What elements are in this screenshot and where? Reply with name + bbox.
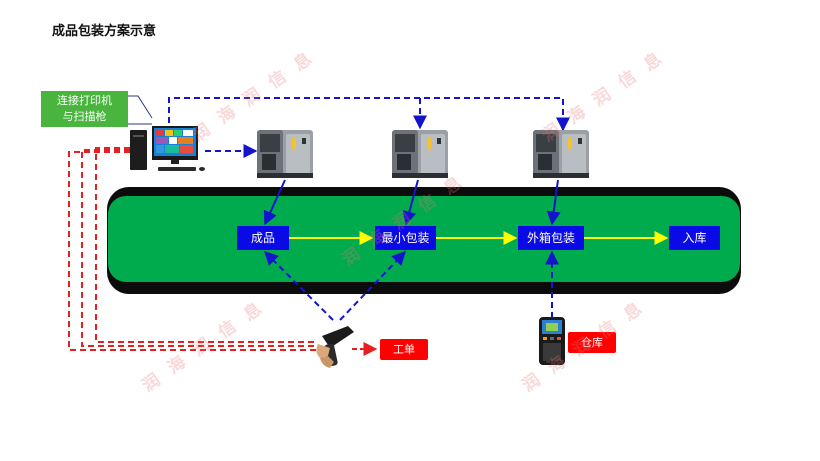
label-printer-icon (533, 130, 589, 178)
link-printer2-minpack (402, 179, 419, 226)
process-outer-pack: 外箱包装 (518, 226, 584, 250)
diagram-title: 成品包装方案示意 (52, 24, 157, 39)
link-printer1-finished (263, 179, 286, 226)
link-scanner-minpack (339, 250, 406, 321)
link-pc-scanner-red-1 (68, 151, 318, 351)
link-pc-scanner-red-3 (95, 147, 318, 343)
label-printer-icon (392, 130, 448, 178)
link-pc-bus (168, 97, 570, 132)
connection-note-line1: 连接打印机 (57, 94, 112, 107)
handheld-terminal-icon (539, 317, 565, 365)
label-printer-icon (257, 130, 313, 178)
link-scanner-finished (264, 251, 334, 321)
process-min-pack: 最小包装 (375, 226, 436, 250)
note-pointer (128, 95, 153, 119)
connection-note: 连接打印机 与扫描枪 (41, 91, 128, 127)
process-warehousing: 入库 (669, 226, 720, 250)
tag-work-order: 工单 (380, 339, 428, 360)
barcode-scanner-icon (316, 326, 354, 368)
computer-icon (130, 126, 205, 171)
tag-warehouse: 仓库 (568, 332, 616, 353)
link-pc-scanner-red-2 (81, 149, 318, 347)
link-printer3-outerpack (546, 179, 561, 226)
connection-note-line2: 与扫描枪 (62, 110, 107, 123)
process-finished: 成品 (237, 226, 289, 250)
